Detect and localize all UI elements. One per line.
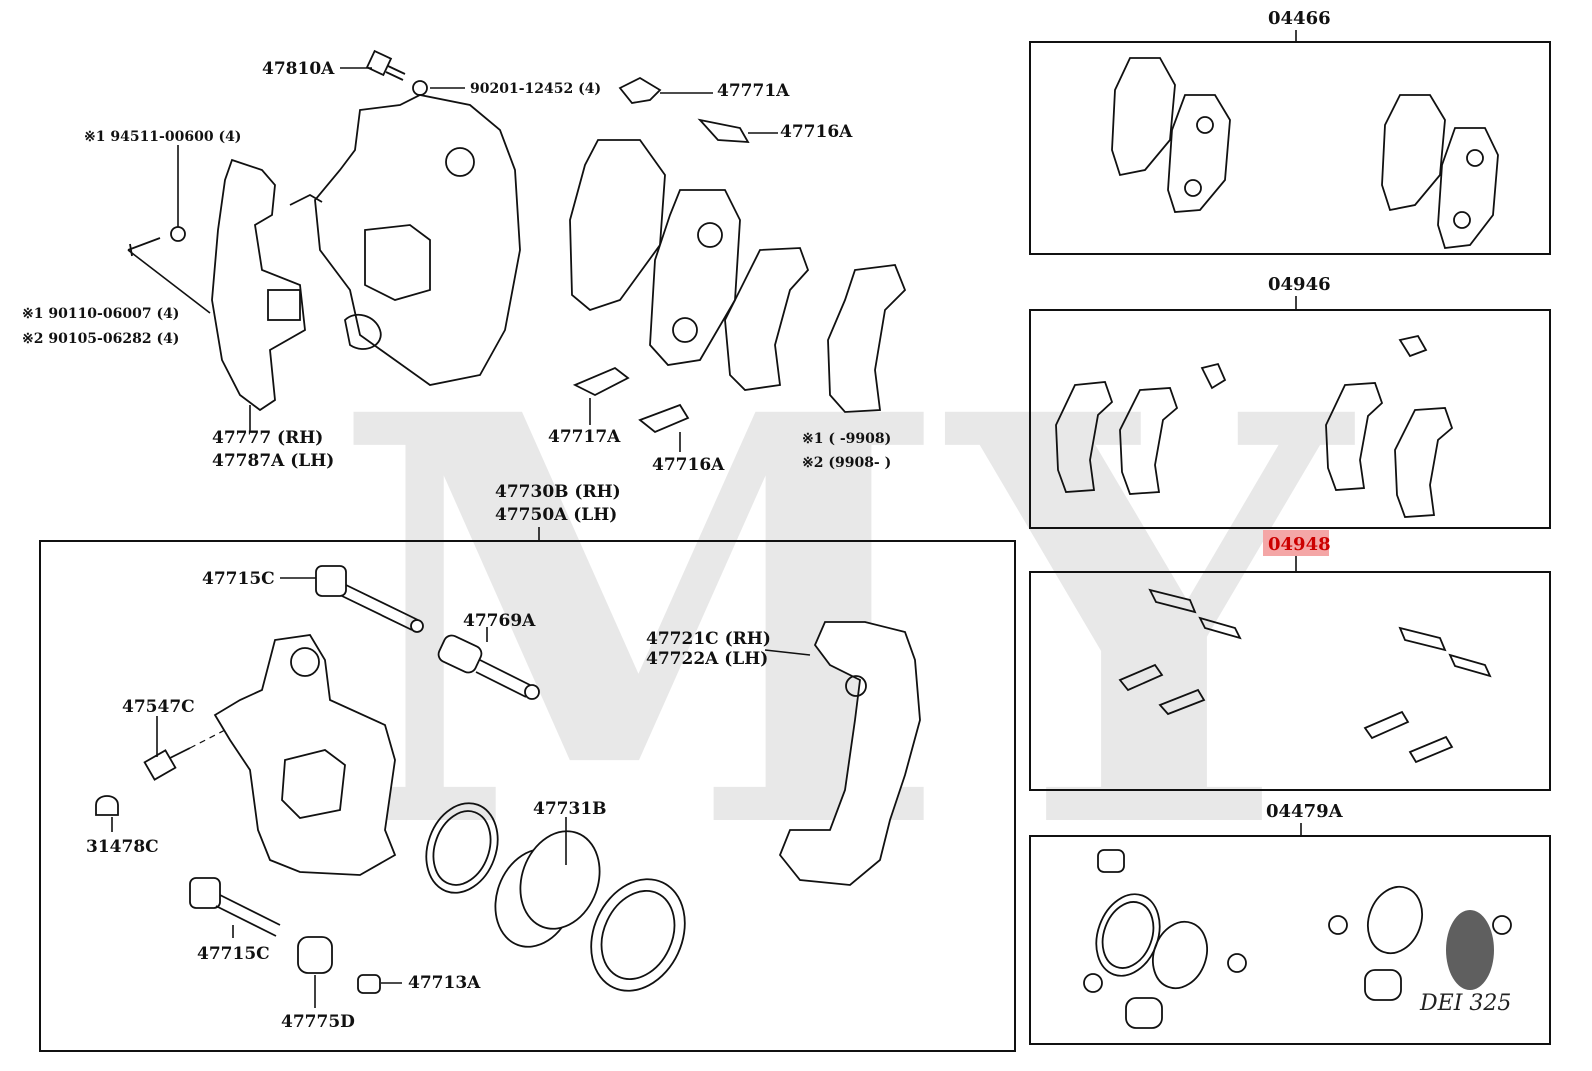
cylinder-window [281, 749, 346, 819]
note-2: ※2 (9908- ) [802, 455, 891, 471]
label-47715C-bottom: 47715C [197, 944, 270, 964]
label-47731B: 47731B [533, 799, 607, 819]
label-47716A-mid: 47716A [652, 455, 725, 475]
kit-frame-04479A[interactable] [1029, 835, 1551, 1045]
caliper-window [364, 224, 431, 301]
label-47775D: 47775D [281, 1012, 355, 1032]
mounting-bracket-drawing [778, 621, 921, 886]
kit-04948-clips-drawing [1118, 588, 1492, 764]
kit-frame-04946[interactable] [1029, 309, 1551, 529]
pad-hole [672, 317, 698, 343]
clip-47716A-lower-drawing [638, 403, 690, 434]
slide-pin-47715C-bottom-drawing [189, 877, 281, 937]
label-47715C-top: 47715C [202, 569, 275, 589]
label-90201-12452: 90201-12452 (4) [470, 81, 601, 97]
piston-drawing [494, 830, 601, 948]
cap-31478C-drawing [95, 795, 119, 816]
kit-title-04479A: 04479A [1266, 801, 1344, 822]
signature-text: DEI 325 [1419, 991, 1511, 1016]
pad-inner-drawing [649, 189, 741, 366]
label-31478C: 31478C [86, 837, 159, 857]
kit-title-04948: 04948 [1268, 534, 1331, 555]
dust-shield-drawing [211, 158, 306, 412]
bleeder [289, 193, 323, 206]
label-47810A: 47810A [262, 59, 335, 79]
label-47769A: 47769A [463, 611, 536, 631]
label-90105-06282: ※2 90105-06282 (4) [22, 331, 179, 347]
kit-frame-04948[interactable] [1029, 571, 1551, 791]
clip-47716A-drawing [697, 118, 750, 144]
label-47717A: 47717A [548, 427, 621, 447]
kit-04946-shims-drawing [1055, 334, 1454, 518]
cylinder-bore [290, 647, 320, 677]
label-47787A-lh: 47787A (LH) [212, 451, 334, 471]
kit-title-04466: 04466 [1268, 8, 1331, 29]
label-47777-rh: 47777 (RH) [212, 428, 323, 448]
kit-frame-04466[interactable] [1029, 41, 1551, 255]
label-47547C: 47547C [122, 697, 195, 717]
clip-47771A-drawing [618, 76, 662, 104]
caliper-bore [445, 147, 475, 177]
shield-tab [267, 289, 301, 321]
kit-04479A-seals-drawing [1083, 849, 1512, 1029]
washer-94511-drawing [170, 226, 186, 242]
signature-stamp: DEI 325 [1419, 910, 1511, 1016]
label-47722A-lh: 47722A (LH) [646, 649, 768, 669]
kit-title-04946: 04946 [1268, 274, 1331, 295]
label-47730B-rh: 47730B (RH) [495, 482, 621, 502]
label-90110-06007: ※1 90110-06007 (4) [22, 306, 179, 322]
label-94511-00600: ※1 94511-00600 (4) [84, 129, 241, 145]
washer-drawing [412, 80, 428, 96]
shim-1-drawing [724, 247, 810, 391]
guide-pin-47769A-drawing [437, 634, 540, 700]
kit-highlight-04948 [1263, 530, 1329, 556]
pad-outer-drawing [569, 139, 666, 312]
shim-2-drawing [827, 264, 907, 413]
piston-seal-drawing [425, 802, 499, 894]
boot-47775D-drawing [297, 936, 333, 974]
label-47721C-rh: 47721C (RH) [646, 629, 771, 649]
bolt-47810A-drawing [365, 49, 406, 81]
caliper-assembly-drawing [314, 94, 521, 386]
kit-04466-pads-drawing [1111, 57, 1499, 249]
bleeder-47547C-drawing [143, 747, 191, 781]
label-47771A: 47771A [717, 81, 790, 101]
screw-90110-drawing [127, 237, 161, 257]
bushing-47713A-drawing [357, 974, 381, 994]
caliper-assembly-frame [39, 540, 1016, 1052]
slide-pin-47715C-top-drawing [315, 565, 424, 633]
clip-47717A-drawing [572, 366, 630, 397]
label-47716A-top: 47716A [780, 122, 853, 142]
note-1: ※1 ( -9908) [802, 431, 891, 447]
caliper-boot [344, 313, 382, 350]
label-47750A-lh: 47750A (LH) [495, 505, 617, 525]
pad-hole [697, 222, 723, 248]
label-47713A: 47713A [408, 973, 481, 993]
dust-boot-drawing [590, 878, 686, 992]
